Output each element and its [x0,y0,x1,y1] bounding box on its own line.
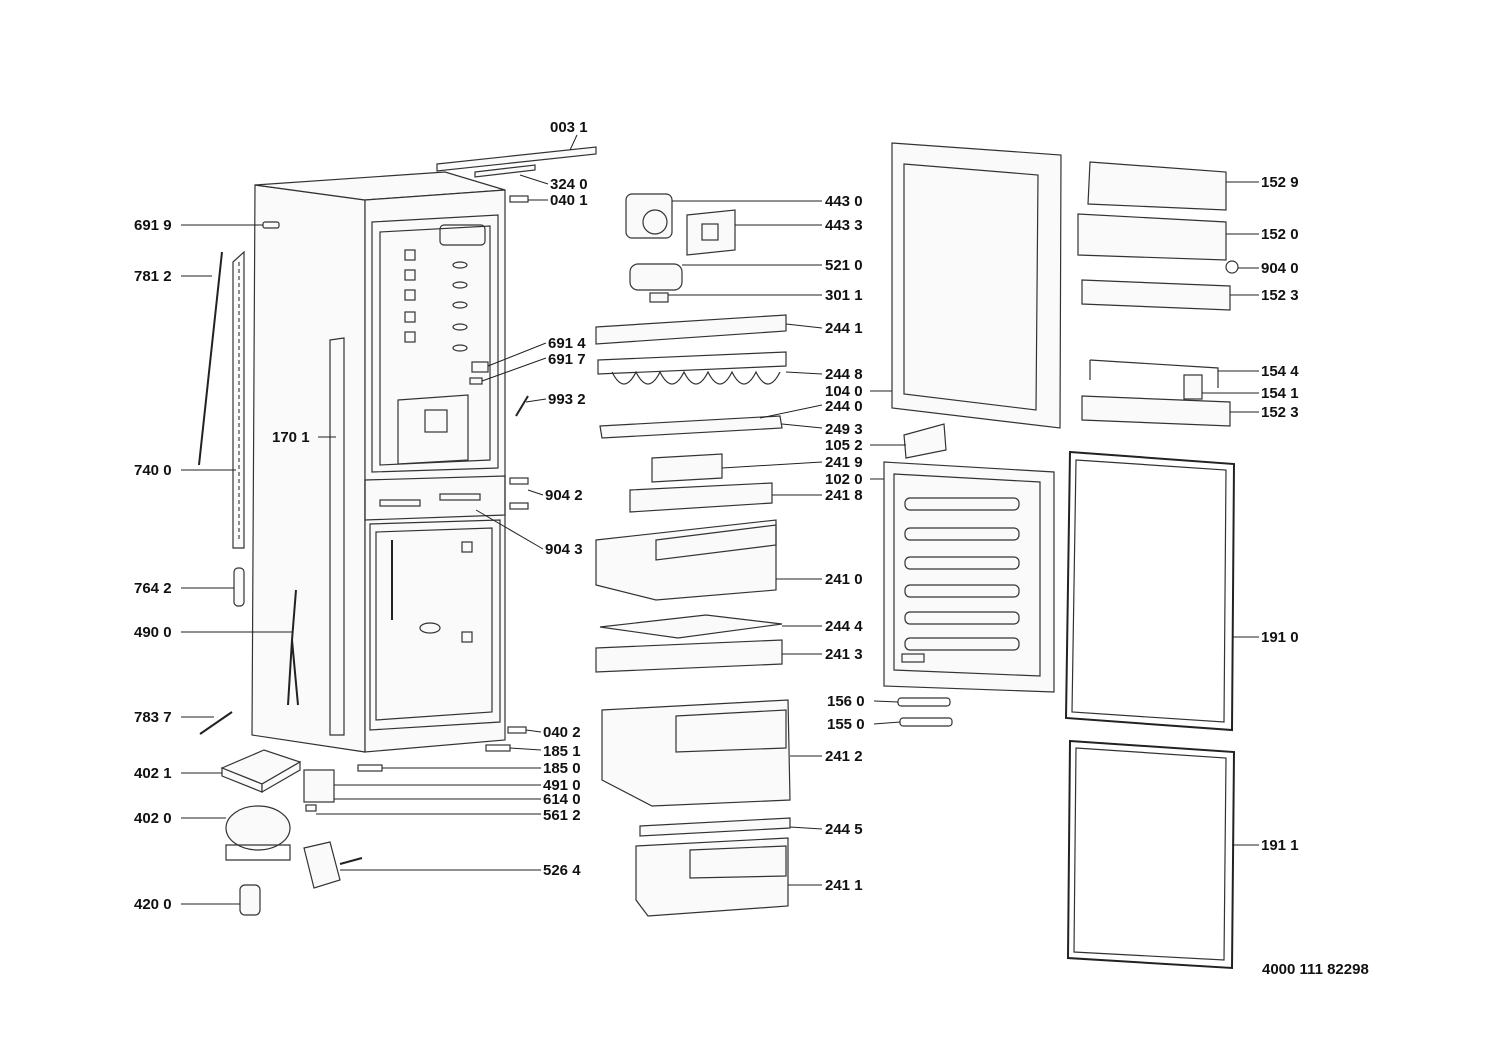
part-label: 764 2 [134,580,172,597]
part-label: 244 0 [825,398,863,415]
part-label: 105 2 [825,437,863,454]
part-label: 904 2 [545,487,583,504]
part-label: 244 8 [825,366,863,383]
part-label: 152 3 [1261,404,1299,421]
part-label: 783 7 [134,709,172,726]
part-label: 402 0 [134,810,172,827]
part-label: 104 0 [825,383,863,400]
part-label: 443 3 [825,217,863,234]
part-label: 185 1 [543,743,581,760]
part-label: 241 9 [825,454,863,471]
part-label: 152 9 [1261,174,1299,191]
part-label: 420 0 [134,896,172,913]
part-label: 003 1 [550,119,588,136]
part-labels: 003 1 324 0 040 1 691 9 781 2 691 4 691 … [134,119,1369,978]
part-label: 170 1 [272,429,310,446]
part-label: 155 0 [827,716,865,733]
part-label: 040 2 [543,724,581,741]
part-label: 324 0 [550,176,588,193]
part-label: 040 1 [550,192,588,209]
part-label: 152 0 [1261,226,1299,243]
part-label: 904 0 [1261,260,1299,277]
part-label: 691 4 [548,335,586,352]
part-label: 301 1 [825,287,863,304]
part-label: 244 1 [825,320,863,337]
part-label: 443 0 [825,193,863,210]
part-label: 241 0 [825,571,863,588]
part-label: 156 0 [827,693,865,710]
part-label: 490 0 [134,624,172,641]
part-label: 491 0 [543,777,581,794]
part-label: 152 3 [1261,287,1299,304]
part-label: 614 0 [543,791,581,808]
part-label: 244 4 [825,618,863,635]
part-label: 154 4 [1261,363,1299,380]
part-label: 402 1 [134,765,172,782]
leader-lines [181,134,1259,905]
part-label: 781 2 [134,268,172,285]
part-label: 244 5 [825,821,863,838]
part-label: 691 9 [134,217,172,234]
part-label: 191 1 [1261,837,1299,854]
part-label: 904 3 [545,541,583,558]
part-label: 241 3 [825,646,863,663]
drawing-number: 4000 111 82298 [1262,961,1369,978]
part-label: 249 3 [825,421,863,438]
part-label: 993 2 [548,391,586,408]
shelves-drawing [595,193,791,917]
cabinet-drawing [198,146,597,916]
part-label: 241 2 [825,748,863,765]
part-label: 191 0 [1261,629,1299,646]
part-label: 521 0 [825,257,863,274]
part-label: 561 2 [543,807,581,824]
part-label: 691 7 [548,351,586,368]
part-label: 241 8 [825,487,863,504]
part-label: 102 0 [825,471,863,488]
part-label: 154 1 [1261,385,1299,402]
part-label: 241 1 [825,877,863,894]
part-label: 185 0 [543,760,581,777]
part-label: 740 0 [134,462,172,479]
doors-drawing [883,142,1239,970]
part-label: 526 4 [543,862,581,879]
